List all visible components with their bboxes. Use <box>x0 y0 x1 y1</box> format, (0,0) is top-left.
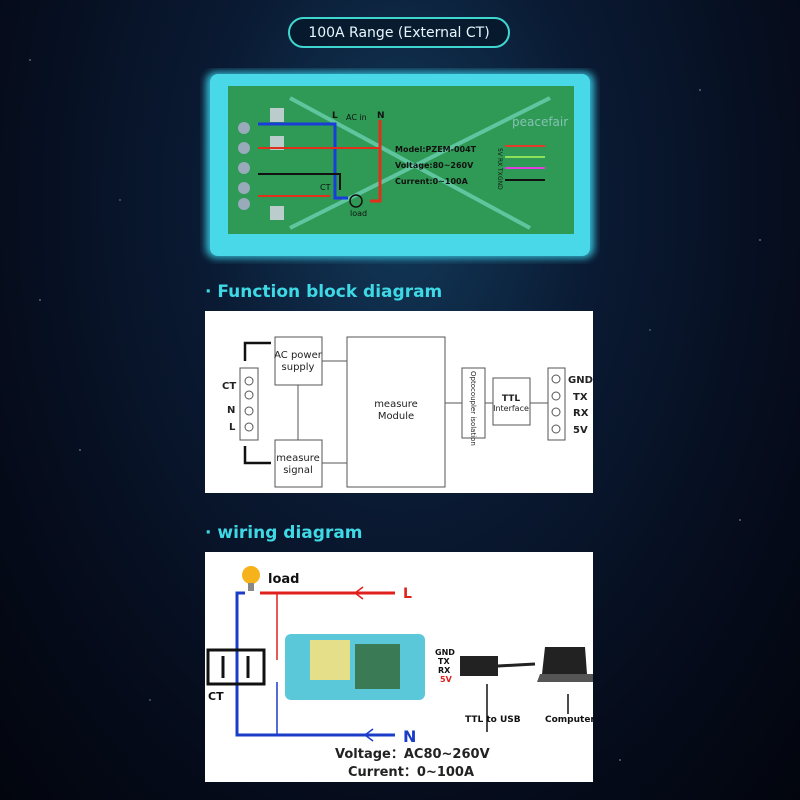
svg-text:load: load <box>268 572 299 587</box>
svg-text:Model:PZEM-004T: Model:PZEM-004T <box>395 145 477 154</box>
svg-text:measure: measure <box>374 399 418 410</box>
svg-text:peacefair: peacefair <box>512 115 568 129</box>
svg-text:TX: TX <box>496 167 503 176</box>
svg-text:Optocoupler isolation: Optocoupler isolation <box>469 371 477 446</box>
wiring-diagram: load L N CT GND TX RX 5V TTL to USB Comp… <box>206 566 595 780</box>
svg-text:AC power: AC power <box>274 350 323 361</box>
svg-text:RX: RX <box>573 408 589 419</box>
svg-text:Voltage：AC80~260V: Voltage：AC80~260V <box>335 747 490 762</box>
output-connector <box>547 367 566 441</box>
svg-text:CT: CT <box>222 381 236 392</box>
ac-power-supply-box <box>274 336 323 386</box>
svg-text:5V: 5V <box>496 148 503 157</box>
function-block-heading: · Function block diagram <box>205 282 443 302</box>
function-block-panel: CT N L AC power supply measure signal me… <box>205 311 593 493</box>
svg-text:signal: signal <box>283 465 313 476</box>
range-title-badge: 100A Range (External CT) <box>288 17 510 48</box>
laptop-icon <box>542 647 587 674</box>
svg-text:TX: TX <box>438 657 450 666</box>
light-bulb-icon <box>242 566 260 584</box>
svg-text:RX: RX <box>438 666 451 675</box>
svg-text:TTL to USB: TTL to USB <box>465 715 521 725</box>
wiring-panel: load L N CT GND TX RX 5V TTL to USB Comp… <box>205 552 595 782</box>
function-block-diagram: CT N L AC power supply measure signal me… <box>222 336 593 488</box>
svg-text:load: load <box>350 209 367 218</box>
svg-text:supply: supply <box>282 362 315 373</box>
svg-text:GND: GND <box>435 648 455 657</box>
svg-text:N: N <box>403 727 416 746</box>
svg-text:GND: GND <box>496 176 503 190</box>
svg-text:Module: Module <box>378 411 414 422</box>
screw-terminals <box>238 108 284 220</box>
svg-text:5V: 5V <box>440 675 453 684</box>
wiring-heading: · wiring diagram <box>205 523 363 543</box>
svg-text:TX: TX <box>573 392 588 403</box>
svg-text:L: L <box>332 111 338 121</box>
svg-text:GND: GND <box>568 375 593 386</box>
svg-text:CT: CT <box>320 183 331 192</box>
svg-text:TTL: TTL <box>502 394 520 404</box>
svg-text:Voltage:80~260V: Voltage:80~260V <box>395 161 474 170</box>
svg-text:AC in: AC in <box>346 113 367 122</box>
svg-text:measure: measure <box>276 453 320 464</box>
svg-text:Computer: Computer <box>545 715 593 725</box>
svg-text:RX: RX <box>496 158 503 166</box>
svg-text:5V: 5V <box>573 425 588 436</box>
pzem-device-illustration: L AC in N CT load Model:PZEM-004T Voltag… <box>206 72 594 258</box>
measure-module-box <box>346 336 446 488</box>
svg-text:Current:0~100A: Current:0~100A <box>395 177 469 186</box>
input-terminal-block <box>239 367 259 441</box>
ttl-interface-box <box>492 377 531 426</box>
svg-text:N: N <box>227 405 235 416</box>
ttl-usb-adapter <box>460 656 498 676</box>
svg-text:Current：0~100A: Current：0~100A <box>348 765 474 780</box>
svg-text:L: L <box>403 586 412 602</box>
svg-text:CT: CT <box>208 690 224 703</box>
svg-text:Interface: Interface <box>493 404 529 413</box>
pin-arrows <box>505 145 545 181</box>
ct-clamp <box>206 648 266 686</box>
svg-text:L: L <box>229 422 236 433</box>
svg-text:N: N <box>377 111 385 121</box>
